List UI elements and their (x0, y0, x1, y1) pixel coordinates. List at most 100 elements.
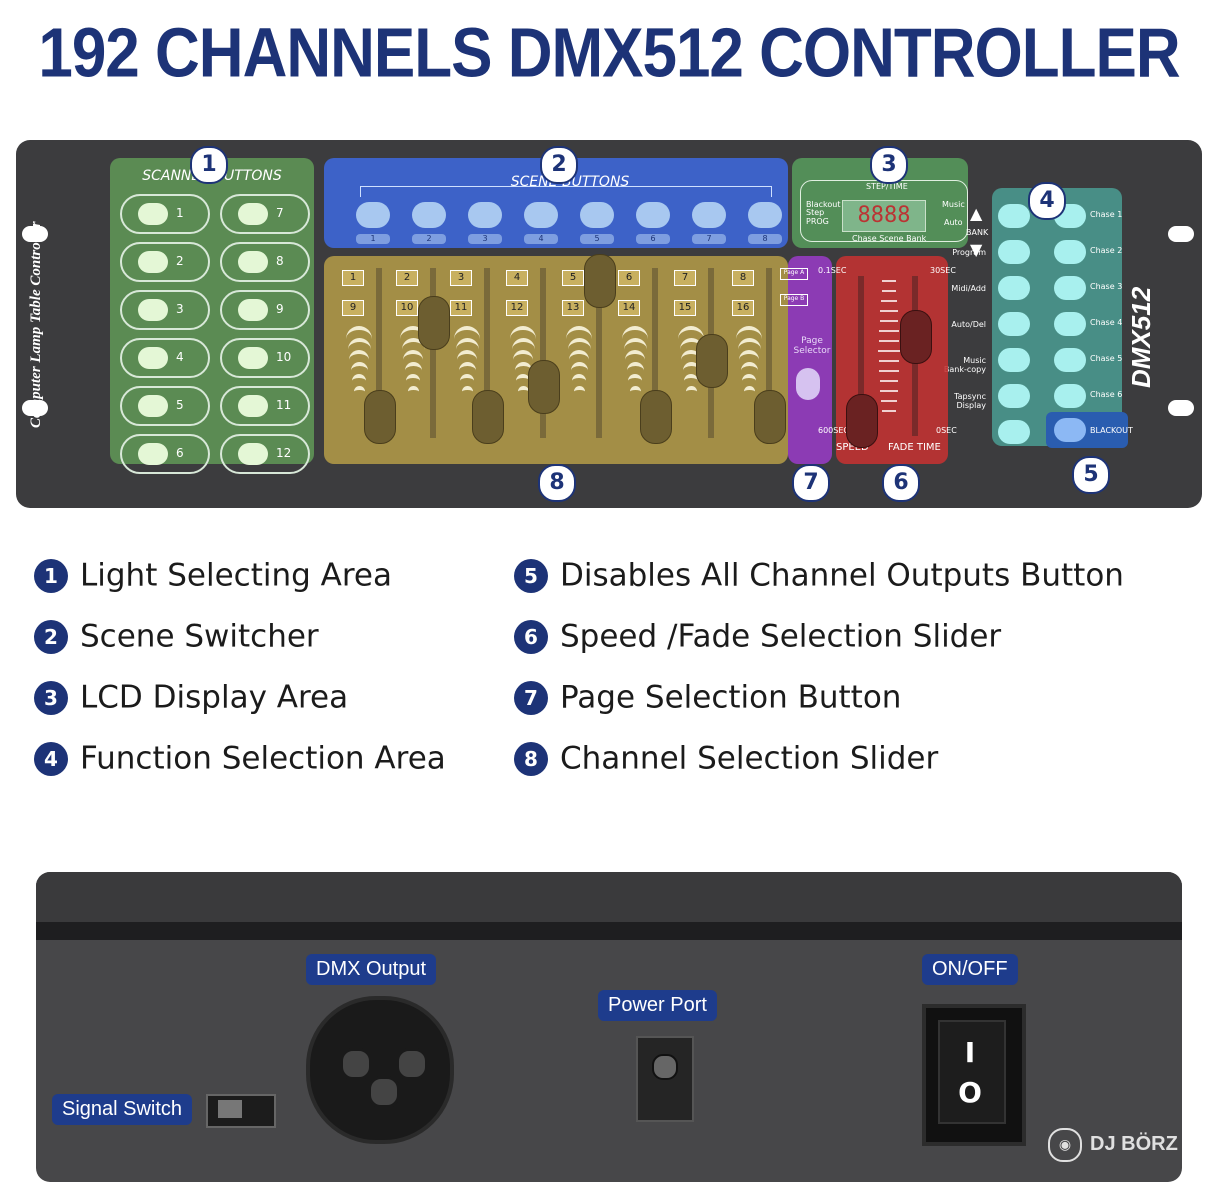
scene-button[interactable] (412, 202, 446, 228)
fade-fader-knob[interactable] (900, 310, 932, 364)
scanner-button[interactable]: 5 (120, 386, 210, 426)
channel-fader-knob[interactable] (364, 390, 396, 444)
speed-fader-knob[interactable] (846, 394, 878, 448)
legend-text: Speed /Fade Selection Slider (560, 618, 1002, 655)
speed-label: SPEED (836, 442, 869, 453)
level-indicator (352, 374, 366, 388)
watermark-icon: ◉ (1048, 1128, 1082, 1162)
channel-fader-knob[interactable] (640, 390, 672, 444)
speed-tick (879, 330, 899, 332)
scene-button[interactable] (468, 202, 502, 228)
scanner-button[interactable]: 12 (220, 434, 310, 474)
level-indicator (347, 338, 371, 352)
scanner-button[interactable]: 1 (120, 194, 210, 234)
scanner-button[interactable]: 10 (220, 338, 310, 378)
bank-up-icon[interactable]: ▲ (970, 204, 983, 223)
function-button[interactable] (998, 312, 1030, 336)
level-indicator (454, 326, 480, 340)
chase-button[interactable] (1054, 384, 1086, 408)
level-indicator (679, 338, 703, 352)
scanner-button[interactable]: 11 (220, 386, 310, 426)
function-button[interactable] (998, 420, 1030, 444)
legend-text: Page Selection Button (560, 679, 902, 716)
channel-fader-knob[interactable] (472, 390, 504, 444)
function-button[interactable] (998, 348, 1030, 372)
chase-button[interactable] (1054, 348, 1086, 372)
legend-text: Light Selecting Area (80, 557, 392, 594)
channel-number: 11 (450, 300, 472, 316)
dmx-output-connector[interactable] (306, 996, 454, 1144)
speed-tick (881, 400, 897, 402)
page-selector-button[interactable] (796, 368, 820, 400)
zone-number-badge: 2 (540, 146, 578, 184)
scanner-led (138, 251, 168, 273)
function-label: Program (952, 248, 986, 257)
scene-button-number: 3 (468, 234, 502, 244)
chase-button[interactable] (1054, 312, 1086, 336)
rear-top-edge (36, 872, 1182, 922)
level-indicator (737, 338, 761, 352)
channel-fader-knob[interactable] (584, 254, 616, 308)
bank-down-icon[interactable]: ▼ (970, 240, 983, 259)
channel-fader-knob[interactable] (696, 334, 728, 388)
level-indicator (567, 338, 591, 352)
channel-fader-track (430, 268, 436, 438)
level-indicator (400, 326, 426, 340)
chase-button[interactable] (1054, 240, 1086, 264)
channel-fader-knob[interactable] (754, 390, 786, 444)
scanner-button[interactable]: 2 (120, 242, 210, 282)
scene-button[interactable] (636, 202, 670, 228)
level-indicator (350, 362, 368, 376)
scene-button[interactable] (748, 202, 782, 228)
legend-number-badge: 7 (514, 680, 548, 715)
channel-fader-knob[interactable] (528, 360, 560, 414)
function-button[interactable] (998, 276, 1030, 300)
scanner-button-number: 10 (276, 350, 292, 364)
power-switch-rocker[interactable] (938, 1020, 1006, 1124)
scanner-button-number: 8 (276, 254, 284, 268)
scene-button-number: 7 (692, 234, 726, 244)
legend-number-badge: 8 (514, 741, 548, 776)
level-indicator (742, 374, 756, 388)
scene-button[interactable] (356, 202, 390, 228)
speed-bottom-right: 0SEC (936, 426, 957, 435)
channel-fader-track (540, 268, 546, 438)
speed-tick (881, 290, 897, 292)
signal-switch-slider[interactable] (218, 1100, 242, 1118)
function-button[interactable] (998, 240, 1030, 264)
page-title: 192 CHANNELS DMX512 CONTROLLER (38, 14, 1180, 93)
scene-button[interactable] (524, 202, 558, 228)
channel-fader-track (766, 268, 772, 438)
speed-tick (879, 380, 899, 382)
channel-number: 16 (732, 300, 754, 316)
scanner-button[interactable]: 9 (220, 290, 310, 330)
scanner-button[interactable]: 6 (120, 434, 210, 474)
channel-number: 6 (618, 270, 640, 286)
scanner-led (138, 299, 168, 321)
function-button[interactable] (998, 204, 1030, 228)
level-indicator (514, 362, 532, 376)
chase-button[interactable] (1054, 276, 1086, 300)
level-indicator (623, 338, 647, 352)
speed-tick (879, 370, 899, 372)
scanner-button[interactable]: 8 (220, 242, 310, 282)
scanner-button[interactable]: 3 (120, 290, 210, 330)
scene-button[interactable] (580, 202, 614, 228)
blackout-button[interactable] (1054, 418, 1086, 442)
scanner-button[interactable]: 4 (120, 338, 210, 378)
level-indicator (401, 338, 425, 352)
mount-hole (22, 400, 48, 416)
level-indicator (353, 386, 365, 400)
scanner-button-number: 6 (176, 446, 184, 460)
channel-fader-knob[interactable] (418, 296, 450, 350)
speed-tick (878, 340, 900, 342)
speed-tick (879, 320, 899, 322)
level-indicator (681, 350, 701, 364)
scanner-button-number: 1 (176, 206, 184, 220)
scene-button[interactable] (692, 202, 726, 228)
watermark-text: DJ BÖRZ (1090, 1133, 1178, 1155)
level-indicator (510, 326, 536, 340)
page-zone (788, 256, 832, 464)
function-button[interactable] (998, 384, 1030, 408)
scanner-button[interactable]: 7 (220, 194, 310, 234)
